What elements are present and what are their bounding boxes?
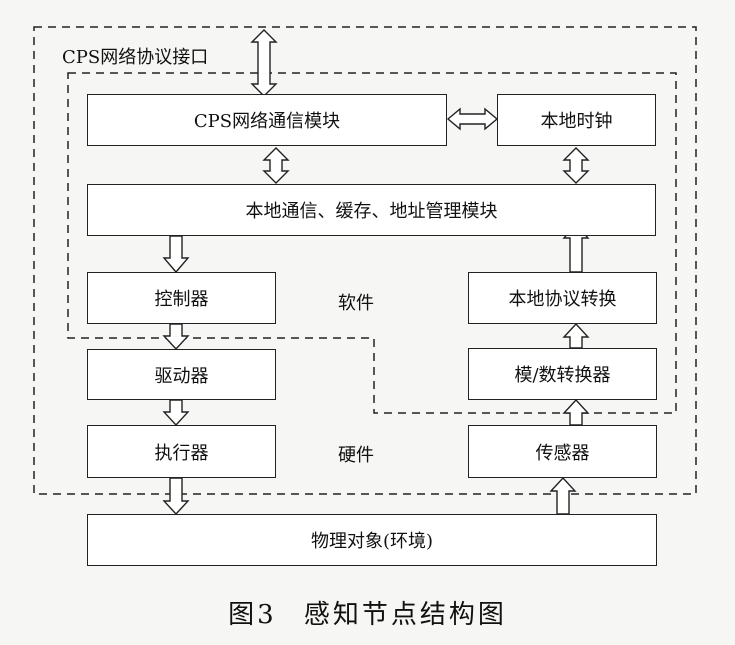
local-clock: 本地时钟	[497, 94, 656, 146]
figure-number: 图3	[228, 600, 277, 630]
mgmt-controller-arrow	[162, 235, 190, 274]
actuator: 执行器	[87, 425, 276, 478]
figure-title: 感知节点结构图	[303, 600, 507, 630]
physical-sensor-arrow	[549, 476, 577, 515]
local-mgmt-module: 本地通信、缓存、地址管理模块	[87, 184, 656, 236]
comm-mgmt-arrow	[262, 147, 290, 184]
controller: 控制器	[87, 272, 276, 324]
clock-mgmt-arrow	[562, 147, 590, 184]
interface-arrow	[250, 29, 278, 97]
outer-label: CPS网络协议接口	[62, 47, 209, 68]
figure-caption: 图3 感知节点结构图	[0, 594, 735, 631]
cps-comm-module: CPS网络通信模块	[87, 94, 447, 146]
outer-boundary	[33, 26, 697, 495]
driver-actuator-arrow	[162, 399, 190, 427]
sensor-adc-arrow	[562, 398, 590, 426]
protocol-converter: 本地协议转换	[468, 272, 657, 324]
hardware-label: 硬件	[338, 445, 374, 466]
software-label: 软件	[338, 293, 374, 314]
comm-clock-arrow	[446, 107, 499, 131]
driver: 驱动器	[87, 349, 276, 400]
physical-object: 物理对象(环境)	[87, 514, 657, 566]
actuator-physical-arrow	[162, 477, 190, 516]
controller-driver-arrow	[162, 323, 190, 351]
sensor: 传感器	[468, 425, 657, 478]
software-boundary	[67, 72, 677, 414]
ad-converter: 模/数转换器	[468, 348, 657, 400]
adc-protocol-arrow	[562, 322, 590, 349]
